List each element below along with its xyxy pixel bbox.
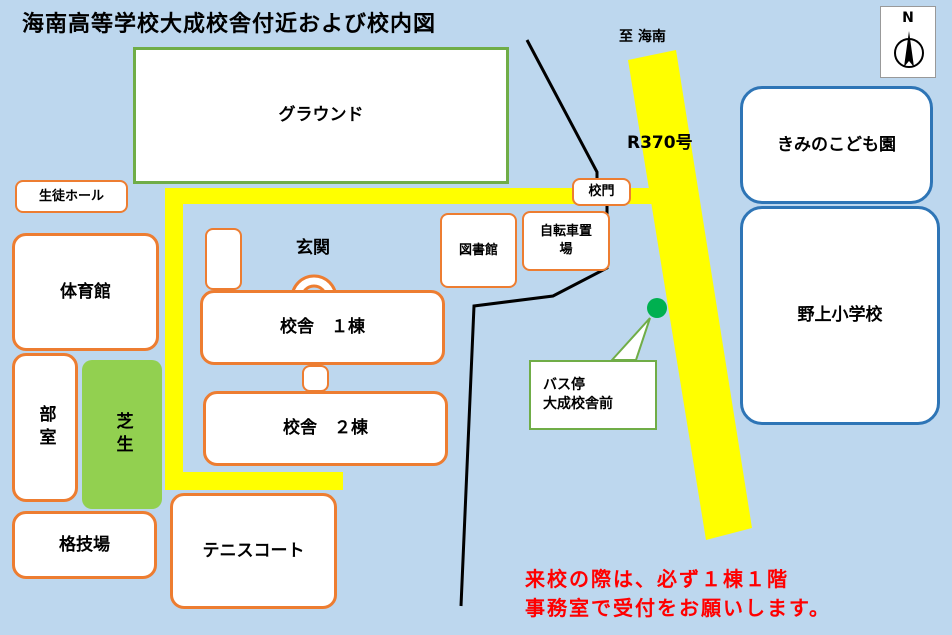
road-destination-label: 至 海南 — [619, 29, 666, 45]
library: 図書館 — [440, 213, 517, 288]
visitor-notice-line-1: 来校の際は、必ず１棟１階 — [525, 567, 789, 591]
walkway-top — [165, 188, 655, 204]
elementary-school: 野上小学校 — [740, 206, 940, 425]
student-hall: 生徒ホール — [15, 180, 128, 213]
kindergarten: きみのこども園 — [740, 86, 933, 204]
bus-stop-label: バス停 — [543, 377, 585, 394]
walkway-left — [165, 188, 183, 490]
entrance-label: 玄関 — [296, 238, 330, 258]
bike-parking: 自転車置場 — [522, 211, 610, 271]
bus-stop-callout-tail — [609, 317, 651, 361]
martial-arts-hall: 格技場 — [12, 511, 157, 579]
path-line — [525, 39, 599, 178]
compass-north-letter: N — [902, 10, 914, 26]
compass-rose-icon: N — [880, 6, 936, 78]
compass-needle — [894, 31, 924, 68]
school-building-1: 校舎 １棟 — [200, 290, 445, 365]
bus-stop-callout: バス停 大成校舎前 — [529, 360, 657, 430]
school-gate: 校門 — [572, 178, 631, 206]
route-number-label: R370号 — [627, 133, 693, 153]
bus-stop-name: 大成校舎前 — [543, 396, 613, 412]
map-title: 海南高等学校大成校舎付近および校内図 — [22, 12, 437, 37]
visitor-notice-line-2: 事務室で受付をお願いします。 — [525, 596, 831, 620]
gym: 体育館 — [12, 233, 159, 351]
annex-small — [205, 228, 242, 290]
bus-stop-marker-icon — [647, 298, 667, 318]
route-370-road — [628, 50, 752, 540]
club-room: 部室 — [12, 353, 78, 502]
ground: グラウンド — [133, 47, 509, 184]
school-building-2: 校舎 ２棟 — [203, 391, 448, 466]
lawn: 芝生 — [82, 360, 162, 509]
walkway-bottom — [165, 472, 343, 490]
tennis-court: テニスコート — [170, 493, 337, 609]
building-connector — [302, 365, 329, 392]
